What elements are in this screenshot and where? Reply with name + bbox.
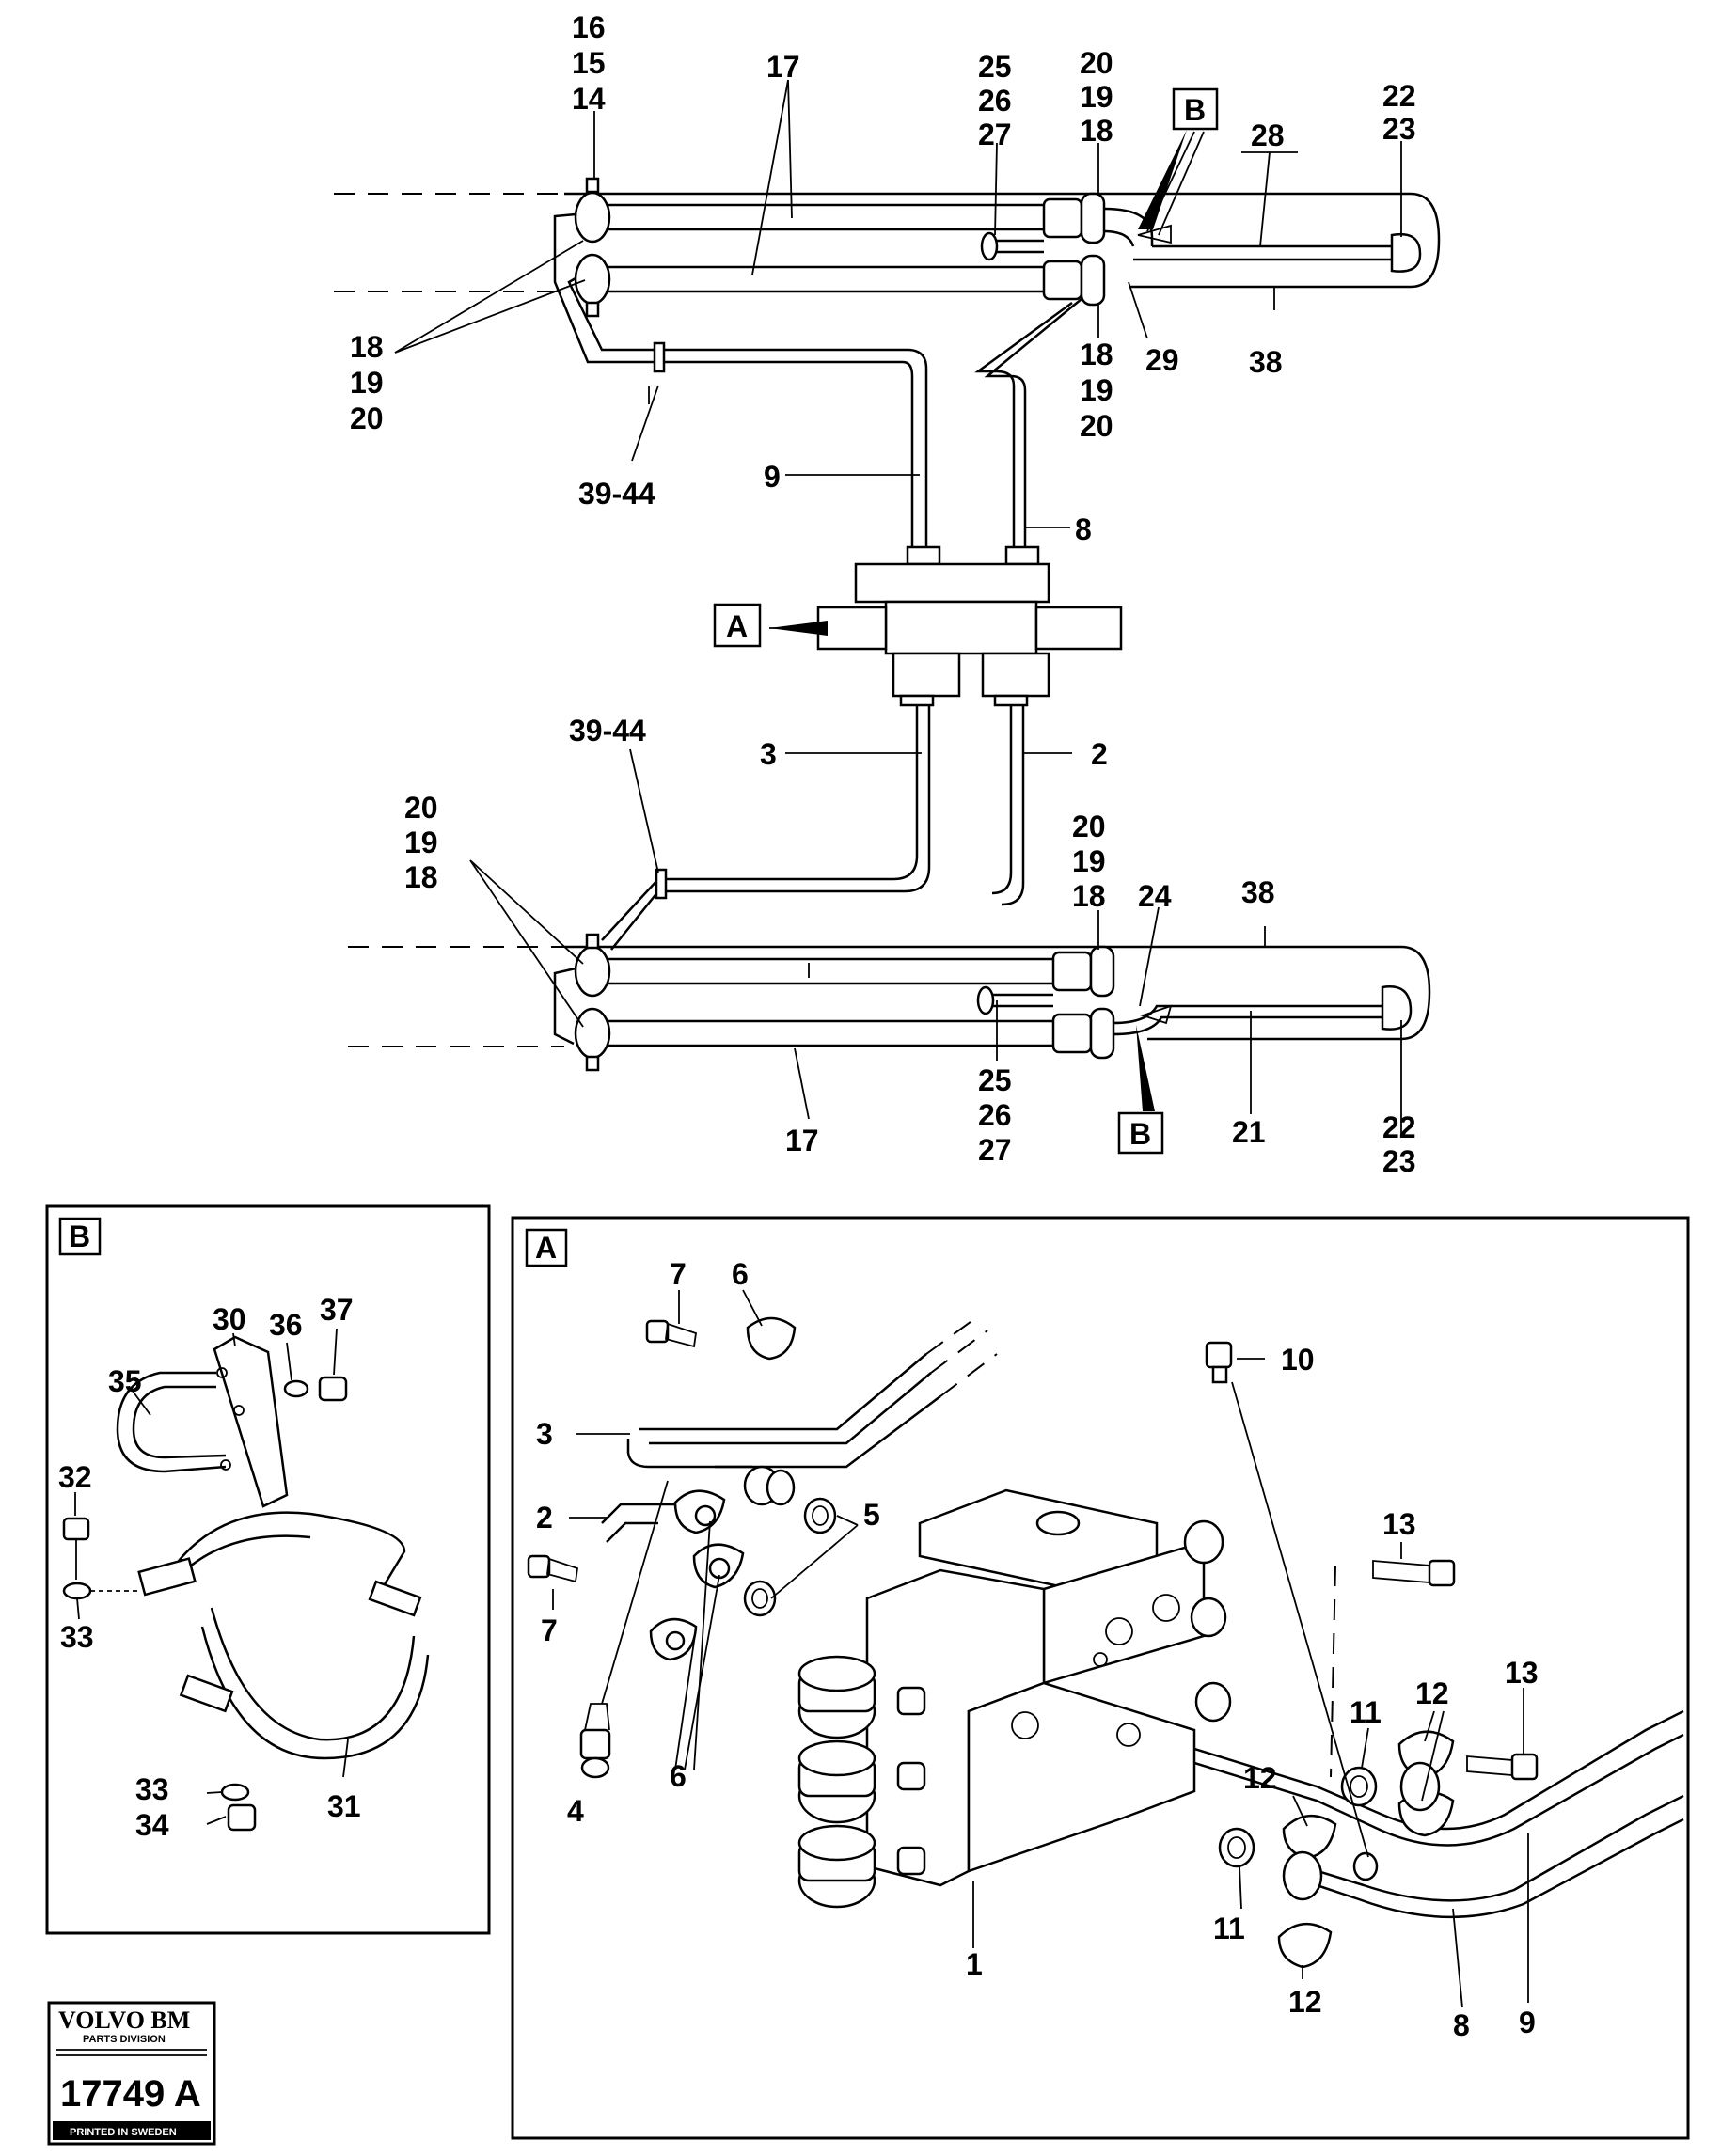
label-a-2: 2: [536, 1501, 553, 1534]
label-26-top: 26: [978, 84, 1012, 118]
label-18-bottom: 18: [1072, 879, 1106, 913]
label-17-bottom-center: 17: [785, 1124, 819, 1157]
label-18-left-bottom: 18: [404, 860, 438, 894]
label-b-31: 31: [327, 1789, 361, 1823]
label-19-left-bottom: 19: [404, 826, 438, 859]
label-a-13b: 13: [1505, 1656, 1539, 1690]
label-25-top: 25: [978, 50, 1012, 84]
callout-b-top-box: [1172, 87, 1219, 131]
label-a-12b: 12: [1243, 1761, 1277, 1795]
label-18-left-top: 18: [350, 330, 384, 364]
bottom-leaders: [469, 748, 1402, 1138]
label-a-7a: 7: [670, 1257, 687, 1291]
label-a-9: 9: [1519, 2006, 1536, 2039]
label-23-top: 23: [1382, 112, 1416, 146]
label-b-36: 36: [269, 1308, 303, 1342]
label-2-bottom: 2: [1091, 737, 1108, 771]
label-3-bottom: 3: [760, 737, 777, 771]
label-19-top-a: 19: [1080, 80, 1113, 114]
logo-division: PARTS DIVISION: [83, 2034, 166, 2045]
label-a-12a: 12: [1415, 1676, 1449, 1710]
label-23-bottom: 23: [1382, 1144, 1416, 1178]
label-a-5: 5: [863, 1498, 880, 1532]
label-b-34: 34: [135, 1808, 169, 1842]
detail-b-title: B: [69, 1220, 90, 1253]
label-29: 29: [1145, 343, 1179, 377]
label-a-12c: 12: [1288, 1985, 1322, 2019]
label-24: 24: [1138, 879, 1172, 913]
label-27-top: 27: [978, 118, 1012, 151]
detail-a-title: A: [535, 1231, 557, 1265]
label-17-top: 17: [766, 50, 800, 84]
callout-a: A: [726, 609, 748, 643]
logo-number: 17749 A: [60, 2073, 201, 2115]
label-b-35: 35: [108, 1364, 142, 1398]
label-b-33a: 33: [60, 1620, 94, 1654]
label-14: 14: [572, 82, 606, 116]
label-19-left-top: 19: [350, 366, 384, 400]
label-19-top-b: 19: [1080, 373, 1113, 407]
callout-b-top: B: [1184, 93, 1206, 127]
label-22-bottom: 22: [1382, 1110, 1416, 1144]
logo-brand: VOLVO BM: [58, 2006, 190, 2034]
label-a-3: 3: [536, 1417, 553, 1451]
label-a-7b: 7: [541, 1613, 558, 1647]
label-20-top-a: 20: [1080, 46, 1113, 80]
label-21: 21: [1232, 1115, 1266, 1149]
label-16: 16: [572, 10, 606, 44]
label-b-32: 32: [58, 1460, 92, 1494]
label-a-8: 8: [1453, 2008, 1470, 2042]
label-39-44-top: 39-44: [578, 477, 655, 511]
label-20-left-top: 20: [350, 401, 384, 435]
central-valve: [816, 545, 1123, 707]
label-22-top: 22: [1382, 79, 1416, 113]
label-9-top: 9: [764, 460, 781, 494]
label-20-top-b: 20: [1080, 409, 1113, 443]
detail-a-panel: A: [511, 1216, 1690, 2140]
label-a-13a: 13: [1382, 1507, 1416, 1541]
label-8-top: 8: [1075, 512, 1092, 546]
detail-b-panel: B 30 36: [45, 1204, 491, 1935]
label-38-top: 38: [1249, 345, 1283, 379]
label-a-1: 1: [966, 1947, 983, 1981]
top-pipe-assembly: [334, 177, 1441, 555]
label-a-10: 10: [1281, 1343, 1315, 1377]
bottom-pipe-assembly: [348, 705, 1431, 1072]
label-b-37: 37: [320, 1293, 354, 1327]
label-19-bottom: 19: [1072, 844, 1106, 878]
label-b-33b: 33: [135, 1772, 169, 1806]
top-labels: 16 15 14 17 25 26 27 20 19 18 B 28 22 23…: [350, 10, 1416, 648]
label-27-bottom: 27: [978, 1133, 1012, 1167]
label-38-bottom: 38: [1241, 875, 1275, 909]
label-15: 15: [572, 46, 606, 80]
label-a-6b: 6: [670, 1759, 687, 1793]
bottom-labels: 39-44 3 2 20 19 18 20 19 18 24 38 17 25 …: [404, 714, 1416, 1178]
label-a-11a: 11: [1350, 1695, 1382, 1729]
label-20-bottom: 20: [1072, 810, 1106, 843]
label-a-11b: 11: [1213, 1912, 1245, 1945]
label-a-4: 4: [567, 1794, 584, 1828]
label-25-bottom: 25: [978, 1063, 1012, 1097]
label-20-left-bottom: 20: [404, 791, 438, 825]
label-b-30: 30: [213, 1302, 246, 1336]
label-26-bottom: 26: [978, 1098, 1012, 1132]
label-28: 28: [1251, 118, 1285, 152]
callout-b-bottom-box: [1117, 1111, 1164, 1155]
label-a-6a: 6: [732, 1257, 749, 1291]
label-18-top-a: 18: [1080, 114, 1113, 148]
label-18-top-b: 18: [1080, 338, 1113, 371]
logo-printed: PRINTED IN SWEDEN: [70, 2127, 177, 2138]
volvo-bm-logo: VOLVO BM PARTS DIVISION 17749 A PRINTED …: [47, 2001, 216, 2146]
callout-a-box: [713, 603, 762, 648]
label-39-44-bottom: 39-44: [569, 714, 646, 748]
top-leaders: [394, 79, 1402, 636]
callout-b-bottom: B: [1129, 1117, 1151, 1151]
